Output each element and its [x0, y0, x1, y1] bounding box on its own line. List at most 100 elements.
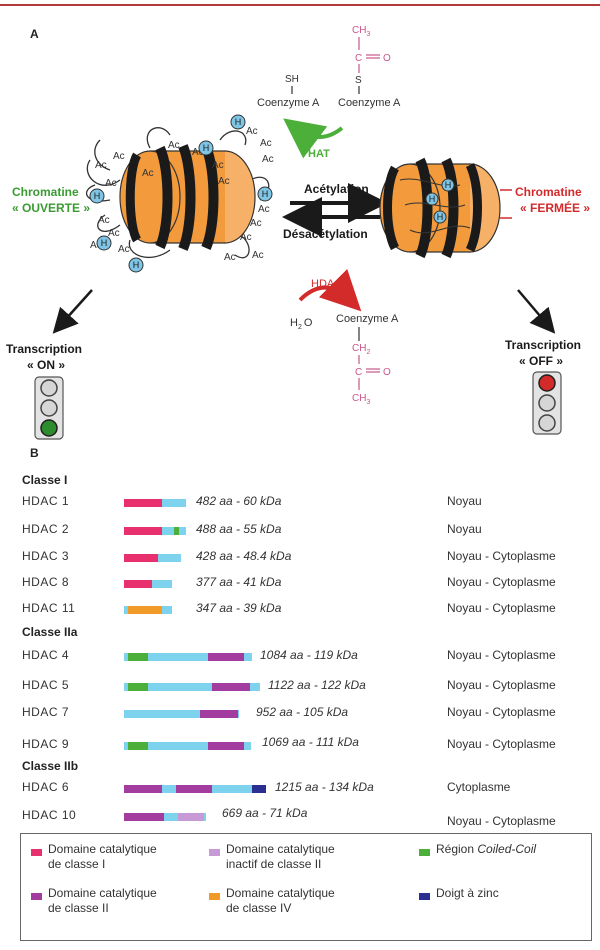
coiled-coil-domain — [174, 527, 179, 535]
hdac-meta: 377 aa - 41 kDa — [196, 575, 282, 589]
hdac-location: Noyau - Cytoplasme — [447, 601, 556, 615]
hdac-meta: 347 aa - 39 kDa — [196, 601, 282, 615]
domain-bar — [124, 499, 186, 507]
hdac-location: Noyau — [447, 494, 482, 508]
open-nucleosome — [85, 127, 270, 259]
sh-group: SH — [285, 74, 299, 85]
hdac-name: HDAC 6 — [22, 780, 70, 794]
legend-swatch — [31, 849, 42, 856]
ac-mark: Ac — [224, 252, 236, 263]
hdac-location: Noyau - Cytoplasme — [447, 575, 556, 589]
hdac-name: HDAC 7 — [22, 705, 70, 719]
legend-swatch — [31, 893, 42, 900]
histone-mark: H — [101, 238, 108, 248]
hdac-location: Noyau - Cytoplasme — [447, 705, 556, 719]
ac-mark: Ac — [250, 218, 262, 229]
transcription-off-line2: « OFF » — [519, 354, 563, 368]
class2-domain — [124, 813, 164, 821]
hdac-meta: 952 aa - 105 kDa — [256, 705, 349, 719]
traffic-light-on — [34, 376, 64, 440]
ac-mark: Ac — [252, 250, 264, 261]
o-atom-top: O — [383, 53, 391, 64]
panel-a-diagram: A CH3 C O S Coenzyme A SH Coenzyme A HAT… — [6, 25, 590, 460]
histone-mark: H — [133, 260, 140, 270]
coenzyme-a-right-top: Coenzyme A — [338, 97, 401, 109]
closed-histone-marks: H H H — [425, 178, 455, 224]
open-histone-marks: H H H H H H — [89, 114, 273, 273]
class2-domain — [212, 683, 250, 691]
ac-mark: Ac — [240, 232, 252, 243]
ac-mark: Ac — [108, 228, 120, 239]
coiled-coil-domain — [128, 683, 148, 691]
hdac-location: Noyau - Cytoplasme — [447, 814, 556, 828]
ac-mark: Ac — [98, 215, 110, 226]
legend-swatch — [419, 849, 430, 856]
panel-a-label: A — [30, 27, 39, 41]
coiled-coil-domain — [128, 653, 148, 661]
deacetylation-label: Désacétylation — [283, 227, 368, 241]
domain-bar — [124, 742, 251, 750]
legend-swatch — [419, 893, 430, 900]
open-chromatin-line2: « OUVERTE » — [12, 201, 90, 215]
hdac-name: HDAC 9 — [22, 737, 70, 751]
ac-mark: Ac — [218, 176, 230, 187]
s-atom-top: S — [355, 75, 362, 86]
class2-domain — [208, 653, 244, 661]
transcription-on-line2: « ON » — [27, 358, 65, 372]
hdac-meta: 1084 aa - 119 kDa — [260, 648, 358, 662]
hdac-location: Noyau - Cytoplasme — [447, 549, 556, 563]
acetyl-coa-top: CH3 C O S Coenzyme A SH Coenzyme A — [257, 25, 401, 109]
ac-mark: Ac — [105, 178, 117, 189]
traffic-light-off — [532, 371, 562, 435]
hdac-meta: 428 aa - 48.4 kDa — [196, 549, 292, 563]
class1-domain — [124, 527, 162, 535]
domain-bar — [124, 813, 206, 821]
o-atom-bottom: O — [383, 367, 391, 378]
ac-mark: Ac — [90, 240, 102, 251]
class1-domain — [124, 554, 158, 562]
hdac-arrow — [298, 268, 362, 312]
ac-mark: Ac — [258, 204, 270, 215]
ac-mark: Ac — [246, 126, 258, 137]
domain-bar — [124, 710, 239, 718]
ch2-bottom: CH2 — [352, 343, 370, 356]
to-off-arrow — [517, 289, 556, 334]
domain-bar — [124, 683, 260, 691]
ac-mark: Ac — [262, 154, 274, 165]
histone-mark: H — [94, 191, 101, 201]
class1-domain — [124, 580, 152, 588]
hdac-meta: 1069 aa - 111 kDa — [262, 735, 359, 749]
ac-mark: Ac — [95, 160, 107, 171]
hdac-name: HDAC 10 — [22, 808, 77, 822]
legend-item: Région Coiled-Coil — [436, 842, 537, 856]
hdac-name: HDAC 5 — [22, 678, 70, 692]
histone-mark: H — [445, 180, 452, 190]
hdac-meta: 1215 aa - 134 kDa — [275, 780, 374, 794]
coiled-coil-domain — [128, 742, 148, 750]
hdac-location: Noyau - Cytoplasme — [447, 678, 556, 692]
class2-inactive-domain — [178, 813, 204, 821]
acetylation-label: Acétylation — [304, 182, 369, 196]
hdac-name: HDAC 1 — [22, 494, 70, 508]
hat-arrow — [283, 118, 344, 159]
top-rule — [0, 4, 600, 6]
class1-domain — [124, 499, 162, 507]
ac-mark: Ac — [142, 168, 154, 179]
open-chromatin-line1: Chromatine — [12, 185, 79, 199]
legend-swatch — [209, 893, 220, 900]
legend-item: Doigt à zinc — [436, 886, 499, 900]
panel-b-label: B — [30, 446, 39, 460]
histone-mark: H — [235, 117, 242, 127]
ch3-bottom: CH3 — [352, 393, 370, 406]
hdac-name: HDAC 3 — [22, 549, 70, 563]
hdac-location: Noyau - Cytoplasme — [447, 648, 556, 662]
domain-bar — [124, 554, 181, 562]
class-title: Classe I — [22, 473, 68, 487]
ac-mark: Ac — [192, 147, 204, 158]
